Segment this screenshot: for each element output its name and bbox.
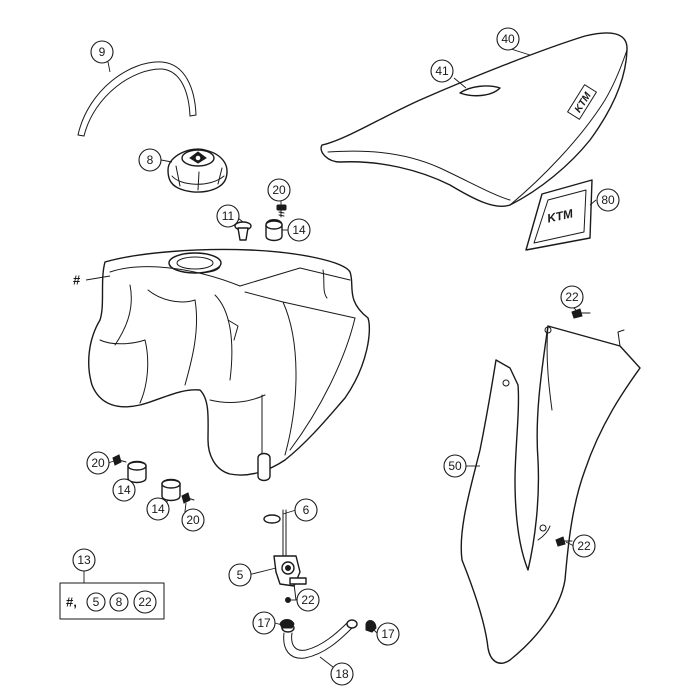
callout-20-upper-text: 20 (272, 183, 286, 197)
callout-41: 41 (430, 59, 454, 83)
callout-11: 11 (216, 204, 240, 228)
decal-part: KTM (525, 179, 593, 251)
callout-22-upper: 22 (560, 285, 584, 309)
callout-14-upper: 14 (287, 218, 311, 242)
callout-17-left: 17 (252, 611, 276, 635)
callout-20-right: 20 (181, 508, 205, 532)
callout-22-tap-text: 22 (301, 593, 315, 607)
callout-14-right-text: 14 (151, 502, 165, 516)
callout-22-tap: 22 (296, 588, 320, 612)
callout-22-lower: 22 (572, 534, 596, 558)
kit-item-1: 5 (93, 595, 100, 609)
side-panel-part (460, 308, 641, 664)
callout-20-upper: 20 (267, 178, 291, 202)
callout-11-text: 11 (222, 209, 235, 223)
callout-14-right: 14 (146, 497, 170, 521)
callout-5: 5 (228, 563, 252, 587)
callout-18: 18 (330, 662, 354, 686)
callout-80: 80 (596, 188, 620, 212)
callout-20-left: 20 (86, 451, 110, 475)
fuel-tap-part (263, 509, 307, 603)
decal-logo-text: KTM (546, 206, 575, 225)
callout-17-right-text: 17 (381, 627, 395, 641)
callout-13: 13 (72, 548, 96, 572)
callout-50-text: 50 (448, 459, 462, 473)
callout-40: 40 (496, 27, 520, 51)
callout-17-left-text: 17 (257, 616, 271, 630)
callout-13-text: 13 (77, 553, 91, 567)
callouts: 9 8 40 41 20 11 14 80 22 50 20 14 14 20 … (72, 27, 620, 686)
tank-marker-text: # (73, 273, 81, 288)
callout-22-lower-text: 22 (577, 539, 591, 553)
callout-17-right: 17 (376, 622, 400, 646)
callout-14-upper-text: 14 (292, 223, 306, 237)
callout-8-text: 8 (147, 153, 154, 167)
callout-6: 6 (294, 498, 318, 522)
fuel-cap-part (167, 148, 228, 193)
callout-5-text: 5 (237, 568, 244, 582)
breather-hose-part (77, 61, 197, 137)
kit-box: #, 5 8 22 (59, 570, 165, 620)
callout-8: 8 (138, 148, 162, 172)
callout-14-left-text: 14 (117, 483, 131, 497)
lower-hardware (112, 454, 195, 504)
callout-20-left-text: 20 (91, 456, 105, 470)
callout-80-text: 80 (601, 193, 615, 207)
callout-9-text: 9 (99, 45, 106, 59)
callout-20-right-text: 20 (186, 513, 200, 527)
callout-50: 50 (443, 454, 467, 478)
kit-prefix-text: #, (66, 595, 77, 610)
callout-6-text: 6 (303, 503, 310, 517)
callout-14-left: 14 (112, 478, 136, 502)
fuel-hose-part (279, 619, 377, 659)
callout-22-upper-text: 22 (565, 290, 579, 304)
kit-item-2: 8 (116, 595, 123, 609)
callout-9: 9 (90, 40, 114, 64)
upper-hardware (234, 204, 287, 242)
callout-41-text: 41 (435, 64, 449, 78)
callout-18-text: 18 (335, 667, 349, 681)
fuel-tank-part (88, 248, 371, 482)
seat-part: KTM (320, 32, 628, 207)
callout-40-text: 40 (501, 32, 515, 46)
kit-item-3: 22 (138, 595, 152, 609)
